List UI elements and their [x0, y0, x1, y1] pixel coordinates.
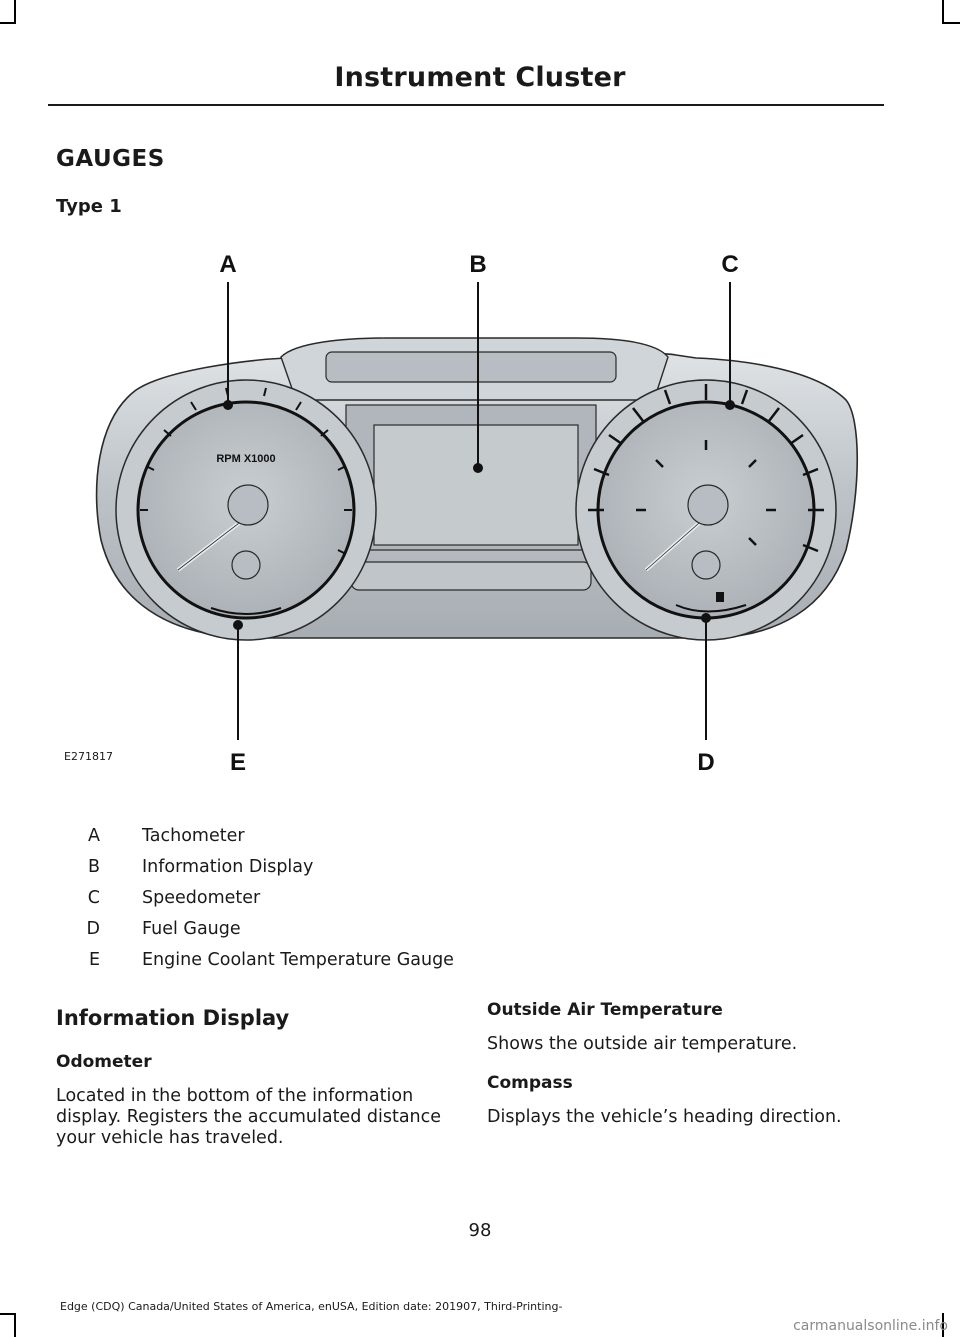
crop-mark: [0, 1313, 16, 1315]
hood-slot: [325, 351, 617, 383]
crop-mark: [942, 22, 960, 24]
tachometer-hub: [227, 484, 269, 526]
legend-key: D: [86, 918, 100, 939]
fuel-arc: [675, 604, 747, 613]
legend-row: B Information Display: [56, 851, 496, 882]
left-column: Information Display Odometer Located in …: [56, 1006, 446, 1167]
legend-label: Information Display: [142, 856, 314, 877]
legend-key: B: [87, 856, 100, 877]
odometer-text: Located in the bottom of the information…: [56, 1086, 442, 1148]
figure-id: E271817: [64, 750, 113, 763]
legend-label: Speedometer: [142, 887, 261, 908]
section-title: GAUGES: [56, 146, 165, 172]
information-display-screen: [373, 424, 579, 546]
legend-row: D Fuel Gauge: [56, 913, 496, 944]
crop-mark: [942, 1313, 944, 1337]
crop-mark: [14, 1313, 16, 1337]
footer-edition: Edge (CDQ) Canada/United States of Ameri…: [60, 1300, 563, 1313]
info-display-heading: Information Display: [56, 1006, 290, 1030]
legend-label: Tachometer: [142, 825, 245, 846]
lower-slot: [350, 561, 592, 591]
speedometer-hub: [687, 484, 729, 526]
coolant-arc: [210, 607, 282, 615]
odometer-heading: Odometer: [56, 1052, 152, 1072]
crop-mark: [14, 0, 16, 24]
crop-mark: [942, 0, 944, 24]
compass-text: Displays the vehicle’s heading direction…: [487, 1107, 842, 1127]
page-header-title: Instrument Cluster: [334, 62, 626, 93]
legend-label: Engine Coolant Temperature Gauge: [142, 949, 454, 970]
coolant-hub: [231, 550, 261, 580]
tachometer-label: RPM X1000: [216, 453, 275, 465]
legend-row: C Speedometer: [56, 882, 496, 913]
compass-heading: Compass: [487, 1073, 573, 1093]
legend-row: E Engine Coolant Temperature Gauge: [56, 944, 496, 975]
callout-a: A: [219, 251, 236, 278]
legend-label: Fuel Gauge: [142, 918, 241, 939]
header-rule: [48, 104, 884, 106]
instrument-cluster-figure: RPM X1000: [56, 240, 886, 800]
callout-leaders: [227, 282, 731, 740]
callout-b: B: [469, 251, 486, 278]
legend-key: C: [87, 887, 100, 908]
instrument-cluster-illustration: RPM X1000: [95, 251, 858, 776]
outside-air-temp-heading: Outside Air Temperature: [487, 1000, 723, 1020]
figure-legend: A Tachometer B Information Display C Spe…: [56, 820, 496, 975]
legend-key: E: [88, 949, 100, 970]
fuel-pump-icon: [716, 592, 724, 602]
fuel-hub: [691, 550, 721, 580]
right-column: Outside Air Temperature Shows the outsid…: [487, 1000, 887, 1146]
page-number: 98: [468, 1220, 492, 1241]
legend-key: A: [88, 825, 100, 846]
callout-d: D: [697, 749, 714, 776]
callout-dots: [223, 400, 735, 630]
speedometer-ticks: [588, 384, 824, 553]
callout-c: C: [721, 251, 738, 278]
callout-e: E: [230, 749, 246, 776]
outside-air-temp-text: Shows the outside air temperature.: [487, 1034, 798, 1054]
crop-mark: [0, 22, 16, 24]
legend-row: A Tachometer: [56, 820, 496, 851]
watermark: carmanualsonline.info: [793, 1318, 948, 1334]
section-subtitle: Type 1: [56, 196, 122, 217]
speedometer-inner-ticks: [636, 440, 776, 546]
